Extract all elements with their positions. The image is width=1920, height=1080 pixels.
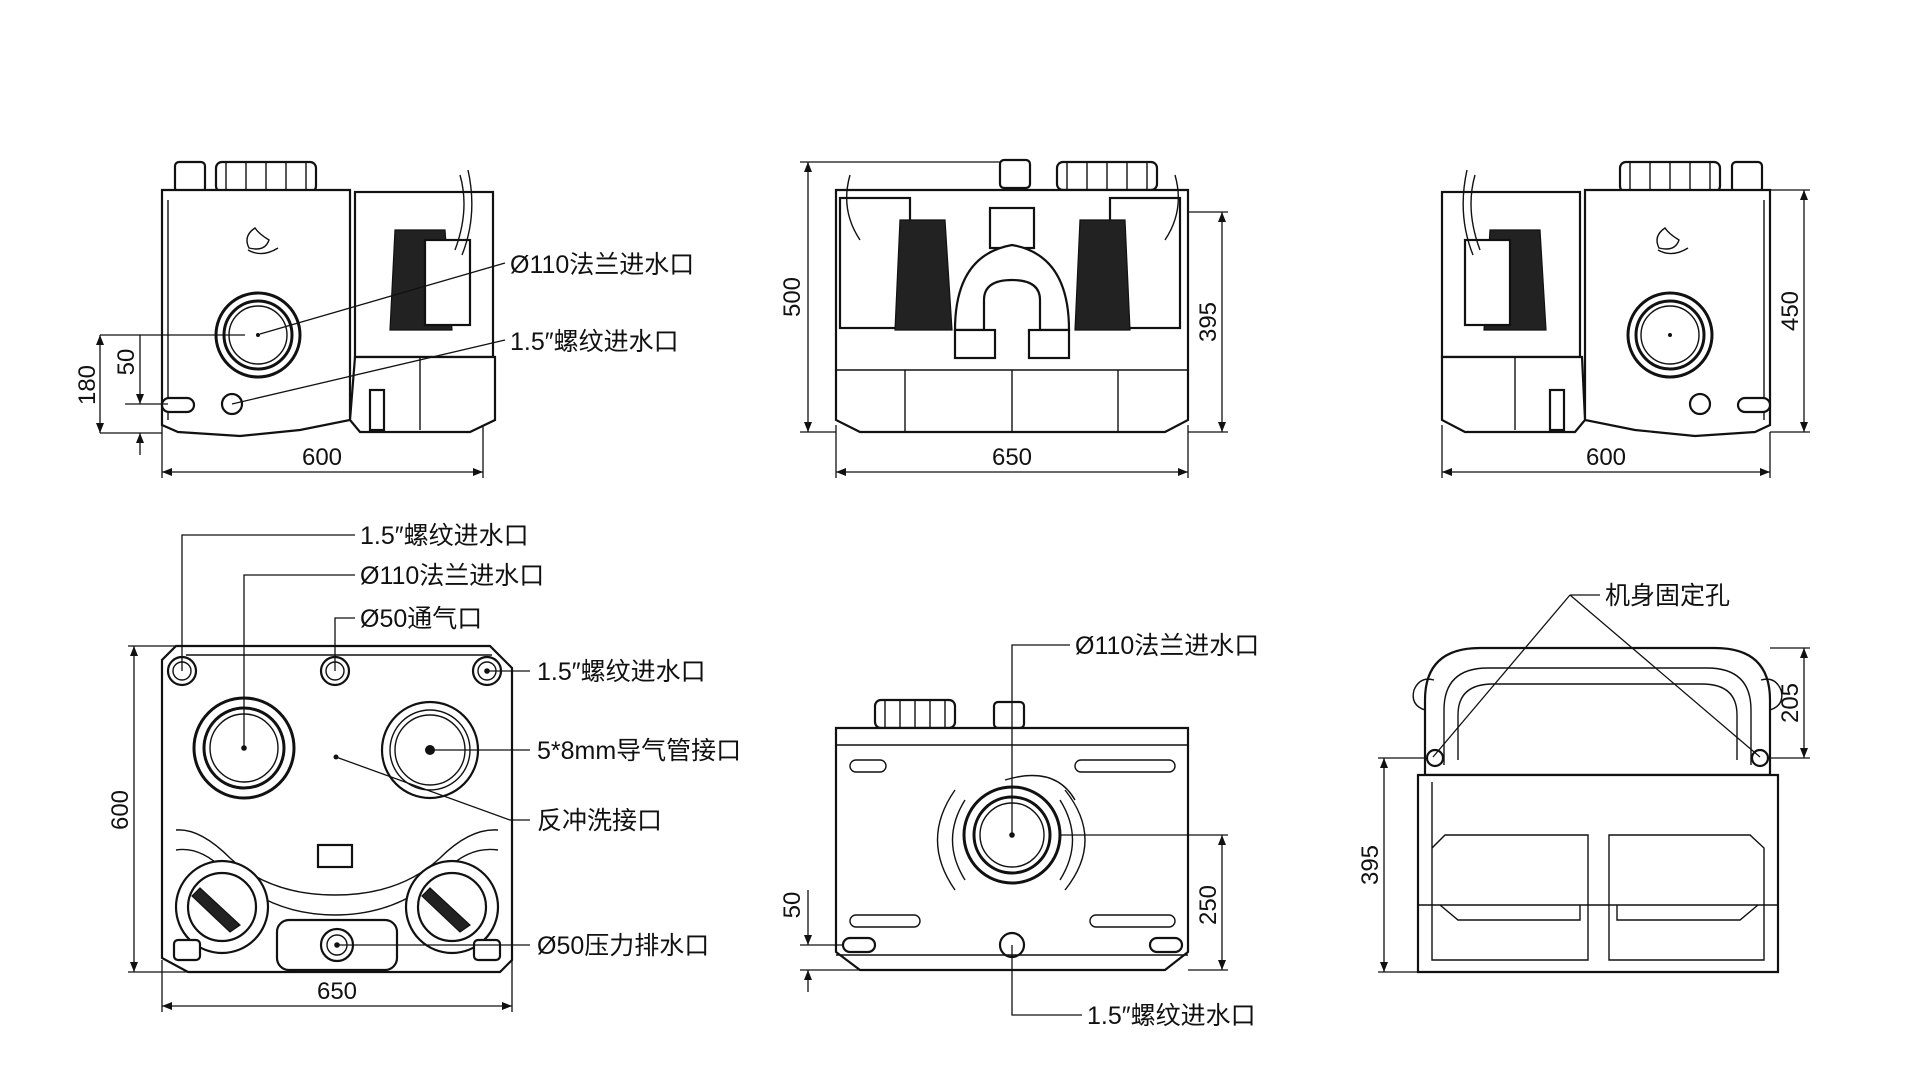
right-side-view [1440, 160, 1772, 438]
leader-left-thread [231, 339, 506, 405]
dim-right-width: 600 [1586, 444, 1626, 471]
label-back-thread-inlet: 1.5″螺纹进水口 [1087, 1002, 1256, 1030]
label-top-backwash: 反冲洗接口 [537, 807, 662, 835]
dim-left-height-180: 180 [74, 365, 101, 405]
dim-top-depth: 600 [107, 790, 134, 830]
leader-frame-hole-right [1569, 594, 1761, 758]
label-top-vent: Ø50通气口 [360, 605, 482, 633]
label-top-flange-inlet: Ø110法兰进水口 [360, 562, 544, 590]
dim-frame-height-205: 205 [1777, 683, 1804, 723]
top-view [160, 644, 514, 974]
left-side-view [160, 160, 497, 438]
label-top-discharge: Ø50压力排水口 [537, 932, 709, 960]
dim-front-width: 650 [992, 444, 1032, 471]
label-left-thread-inlet: 1.5″螺纹进水口 [510, 328, 679, 356]
frame-view [1412, 646, 1783, 974]
leader-top-vent [334, 617, 355, 671]
dim-right-height-450: 450 [1777, 291, 1804, 331]
dim-left-width: 600 [302, 444, 342, 471]
front-view [834, 158, 1190, 434]
dim-top-width: 650 [317, 978, 357, 1005]
leader-top-flange [241, 574, 355, 751]
leader-left-flange [259, 262, 506, 335]
label-back-flange-inlet: Ø110法兰进水口 [1075, 632, 1259, 660]
dim-front-height-500: 500 [779, 277, 806, 317]
label-top-air-pipe: 5*8mm导气管接口 [537, 737, 741, 765]
label-top-thread-inlet-1: 1.5″螺纹进水口 [360, 522, 529, 550]
label-frame-mount-holes: 机身固定孔 [1605, 582, 1730, 610]
leader-frame-hole-left [1432, 594, 1571, 758]
dim-left-height-50: 50 [113, 349, 140, 376]
dim-back-height-250: 250 [1195, 885, 1222, 925]
leader-back-flange [1009, 644, 1070, 838]
dim-back-height-50: 50 [779, 892, 806, 919]
leader-back-thread [1011, 945, 1082, 1016]
label-top-thread-inlet-2: 1.5″螺纹进水口 [537, 658, 706, 686]
leader-top-thread-1 [181, 534, 355, 671]
dim-front-height-395: 395 [1195, 302, 1222, 342]
label-left-flange-inlet: Ø110法兰进水口 [510, 251, 694, 279]
dim-frame-height-395: 395 [1357, 845, 1384, 885]
